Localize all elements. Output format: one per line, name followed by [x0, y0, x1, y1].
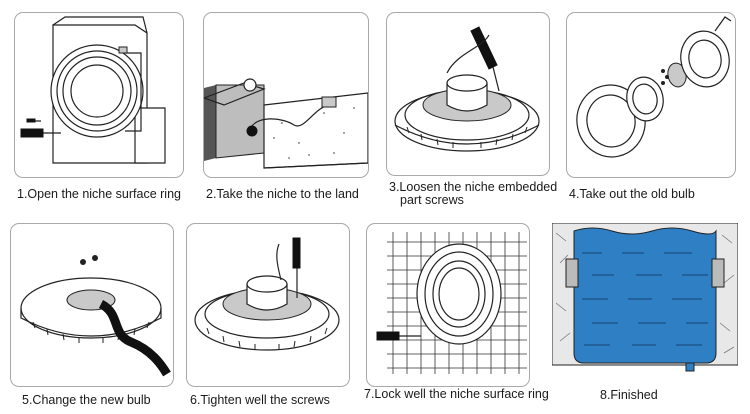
take-out-bulb-drawing	[576, 16, 732, 158]
screwdriver-icon	[470, 26, 498, 70]
step-8-caption: 8.Finished	[600, 388, 658, 402]
pool-water	[573, 227, 717, 364]
step-2-caption: 2.Take the niche to the land	[206, 187, 359, 201]
step-1-illustration	[14, 12, 184, 178]
change-bulb-drawing	[20, 255, 171, 377]
step-2-illustration	[203, 12, 369, 178]
step-6-illustration	[186, 223, 350, 387]
step-3-illustration	[386, 12, 550, 176]
step-5-illustration	[10, 223, 174, 387]
lamp-lens	[70, 64, 124, 118]
pool-light-left	[565, 258, 579, 288]
niche-in-wall-drawing	[20, 16, 166, 164]
screwdriver-icon	[292, 237, 301, 269]
step-1-caption: 1.Open the niche surface ring	[17, 187, 181, 201]
step-6-caption: 6.Tighten well the screws	[190, 393, 330, 407]
step-3-caption: 3.Loosen the niche embedded part screws	[389, 180, 558, 207]
finished-pool-drawing	[552, 223, 738, 372]
loosen-screws-drawing	[394, 26, 540, 152]
niche-removed-drawing	[204, 78, 368, 169]
tighten-screws-drawing	[194, 237, 340, 351]
step-5-caption: 5.Change the new bulb	[22, 393, 151, 407]
step-8-illustration	[552, 223, 738, 373]
niche-box	[321, 96, 337, 108]
step-7-caption: 7.Lock well the niche surface ring	[364, 387, 549, 401]
lock-surface-ring-drawing	[376, 232, 527, 374]
step-4-caption: 4.Take out the old bulb	[569, 187, 695, 201]
step-4-illustration	[566, 12, 736, 178]
screwdriver-icon	[20, 128, 44, 138]
step-7-illustration	[366, 223, 530, 387]
cable-icon	[98, 299, 171, 377]
pool-light-right	[711, 258, 725, 288]
screwdriver-icon	[376, 331, 400, 341]
